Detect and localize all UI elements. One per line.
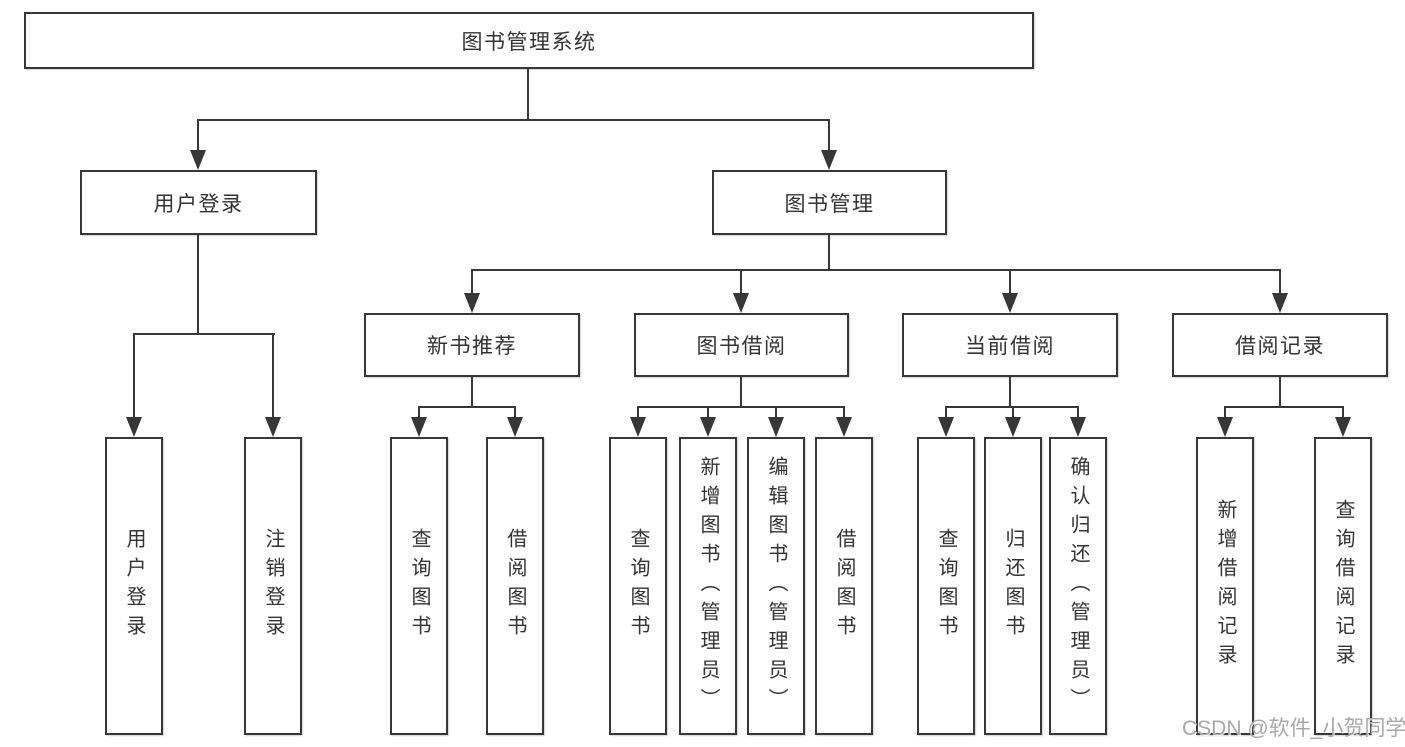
connector-to-user-login bbox=[197, 119, 199, 150]
connector-to-leaf bbox=[775, 406, 777, 419]
leaf-label: 确认归还（管理员） bbox=[1067, 455, 1089, 717]
connector-to-leaf bbox=[1224, 406, 1226, 419]
arrow-down-icon bbox=[1005, 417, 1021, 437]
leaf-label: 新增借阅记录 bbox=[1214, 499, 1236, 673]
node-label: 借阅记录 bbox=[1235, 335, 1325, 358]
arrow-down-icon bbox=[733, 293, 749, 313]
connector-to-leaf bbox=[133, 333, 135, 419]
arrow-down-icon bbox=[507, 417, 523, 437]
connector-to-leaf bbox=[1012, 406, 1014, 419]
connector-borrow-distributor bbox=[637, 406, 845, 408]
connector-to-book-borrow bbox=[740, 269, 742, 295]
node-root-library-system: 图书管理系统 bbox=[24, 12, 1034, 69]
leaf-borrow-borrow-books: 借阅图书 bbox=[815, 437, 873, 735]
csdn-watermark: CSDN @软件_小贺同学 bbox=[1182, 717, 1405, 740]
leaf-records-add-record: 新增借阅记录 bbox=[1196, 437, 1254, 735]
connector-to-leaf bbox=[514, 406, 516, 419]
connector-current-stub bbox=[1009, 377, 1011, 408]
leaf-label: 新增图书（管理员） bbox=[697, 455, 719, 717]
node-user-login: 用户登录 bbox=[80, 170, 317, 235]
arrow-down-icon bbox=[190, 150, 206, 170]
leaf-label: 借阅图书 bbox=[833, 528, 855, 644]
leaf-newbook-query-books: 查询图书 bbox=[390, 437, 448, 735]
arrow-down-icon bbox=[265, 417, 281, 437]
leaf-current-confirm-return-admin: 确认归还（管理员） bbox=[1049, 437, 1107, 735]
connector-to-leaf bbox=[843, 406, 845, 419]
arrow-down-icon bbox=[821, 150, 837, 170]
leaf-current-query-books: 查询图书 bbox=[917, 437, 975, 735]
connector-root-stub bbox=[527, 69, 529, 120]
node-label: 图书借阅 bbox=[696, 335, 787, 358]
leaf-current-return-books: 归还图书 bbox=[984, 437, 1042, 735]
leaf-records-query-record: 查询借阅记录 bbox=[1314, 437, 1372, 735]
node-label: 图书管理系统 bbox=[461, 30, 597, 54]
connector-newbook-stub bbox=[471, 377, 473, 408]
connector-to-book-management bbox=[828, 119, 830, 150]
leaf-borrow-add-books-admin: 新增图书（管理员） bbox=[679, 437, 737, 735]
node-label: 当前借阅 bbox=[965, 335, 1055, 358]
node-current-borrowing: 当前借阅 bbox=[902, 313, 1118, 377]
arrow-down-icon bbox=[1272, 293, 1288, 313]
connector-level2-distributor bbox=[198, 119, 830, 121]
leaf-logout: 注销登录 bbox=[244, 437, 302, 735]
arrow-down-icon bbox=[630, 417, 646, 437]
leaf-label: 编辑图书（管理员） bbox=[765, 455, 787, 717]
leaf-label: 查询借阅记录 bbox=[1332, 499, 1354, 673]
leaf-label: 借阅图书 bbox=[504, 528, 526, 644]
leaf-label: 归还图书 bbox=[1002, 528, 1024, 644]
arrow-down-icon bbox=[938, 417, 954, 437]
leaf-borrow-edit-books-admin: 编辑图书（管理员） bbox=[747, 437, 805, 735]
arrow-down-icon bbox=[411, 417, 427, 437]
connector-level3-distributor bbox=[471, 269, 1281, 271]
leaf-user-login: 用户登录 bbox=[105, 437, 163, 735]
leaf-label: 查询图书 bbox=[627, 528, 649, 644]
connector-newbook-distributor bbox=[418, 406, 516, 408]
connector-to-records bbox=[1279, 269, 1281, 295]
leaf-label: 用户登录 bbox=[123, 528, 145, 644]
leaf-borrow-query-books: 查询图书 bbox=[609, 437, 667, 735]
arrow-down-icon bbox=[768, 417, 784, 437]
node-label: 新书推荐 bbox=[427, 335, 517, 358]
leaf-label: 查询图书 bbox=[408, 528, 430, 644]
connector-to-leaf bbox=[637, 406, 639, 419]
arrow-down-icon bbox=[1335, 417, 1351, 437]
connector-to-leaf bbox=[1077, 406, 1079, 419]
arrow-down-icon bbox=[1070, 417, 1086, 437]
node-new-book-recommendation: 新书推荐 bbox=[364, 313, 580, 377]
connector-login-stub bbox=[197, 235, 199, 335]
connector-to-leaf bbox=[707, 406, 709, 419]
node-label: 图书管理 bbox=[784, 192, 875, 216]
connector-to-leaf bbox=[1342, 406, 1344, 419]
connector-records-distributor bbox=[1224, 406, 1344, 408]
arrow-down-icon bbox=[464, 293, 480, 313]
connector-to-current-borrow bbox=[1009, 269, 1011, 295]
connector-to-new-book bbox=[471, 269, 473, 295]
node-book-borrowing: 图书借阅 bbox=[634, 313, 849, 377]
arrow-down-icon bbox=[1002, 293, 1018, 313]
arrow-down-icon bbox=[1217, 417, 1233, 437]
node-borrowing-records: 借阅记录 bbox=[1172, 313, 1388, 377]
leaf-newbook-borrow-books: 借阅图书 bbox=[486, 437, 544, 735]
connector-to-leaf bbox=[945, 406, 947, 419]
arrow-down-icon bbox=[836, 417, 852, 437]
connector-borrow-stub bbox=[740, 377, 742, 408]
leaf-label: 注销登录 bbox=[262, 528, 284, 644]
node-label: 用户登录 bbox=[153, 192, 244, 216]
connector-mgmt-stub bbox=[828, 235, 830, 271]
arrow-down-icon bbox=[126, 417, 142, 437]
connector-to-leaf bbox=[272, 333, 274, 419]
node-book-management: 图书管理 bbox=[712, 170, 947, 235]
arrow-down-icon bbox=[700, 417, 716, 437]
connector-records-stub bbox=[1279, 377, 1281, 408]
connector-login-distributor bbox=[133, 333, 275, 335]
leaf-label: 查询图书 bbox=[935, 528, 957, 644]
connector-to-leaf bbox=[418, 406, 420, 419]
